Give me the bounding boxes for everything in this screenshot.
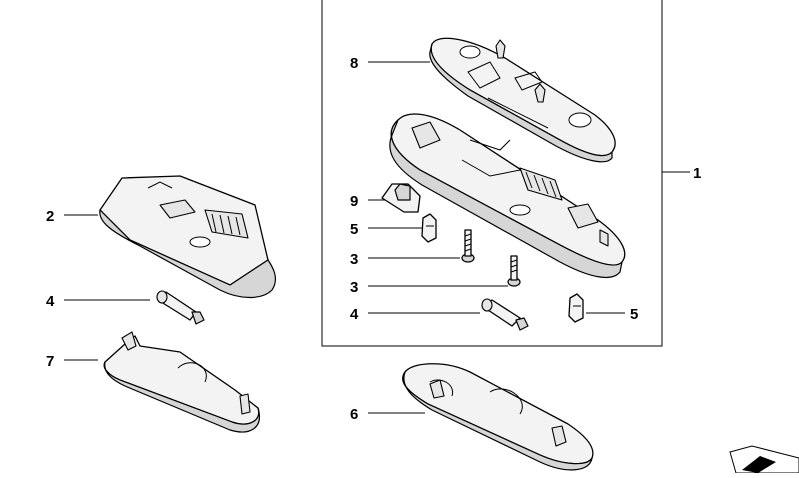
part-6-cover (402, 363, 594, 471)
callout-6: 6 (350, 406, 358, 423)
callout-2: 2 (46, 208, 54, 225)
part-9-clip (381, 183, 421, 213)
part-4-bulb-left (156, 290, 205, 325)
callout-3-upper: 3 (350, 251, 358, 268)
diagram-symbol-icon (729, 445, 799, 474)
callout-3-lower: 3 (350, 279, 358, 296)
callout-1: 1 (693, 165, 701, 182)
part-5-clip-lower (568, 293, 584, 323)
callout-4-right: 4 (350, 306, 359, 323)
part-7-cover (103, 331, 260, 433)
callout-8: 8 (350, 55, 358, 72)
callout-5-upper: 5 (350, 221, 358, 238)
part-3-screw-a (461, 229, 475, 263)
lower-housing (389, 113, 626, 279)
part-4-bulb-right (481, 298, 529, 331)
part-5-clip-upper (421, 213, 437, 243)
part-3-screw-b (507, 255, 521, 287)
callout-9: 9 (350, 193, 358, 210)
part-2-housing (99, 175, 276, 299)
callout-7: 7 (46, 353, 54, 370)
callout-4-left: 4 (46, 293, 55, 310)
part-8-housing-plate (429, 37, 616, 163)
callout-5-lower: 5 (630, 306, 638, 323)
